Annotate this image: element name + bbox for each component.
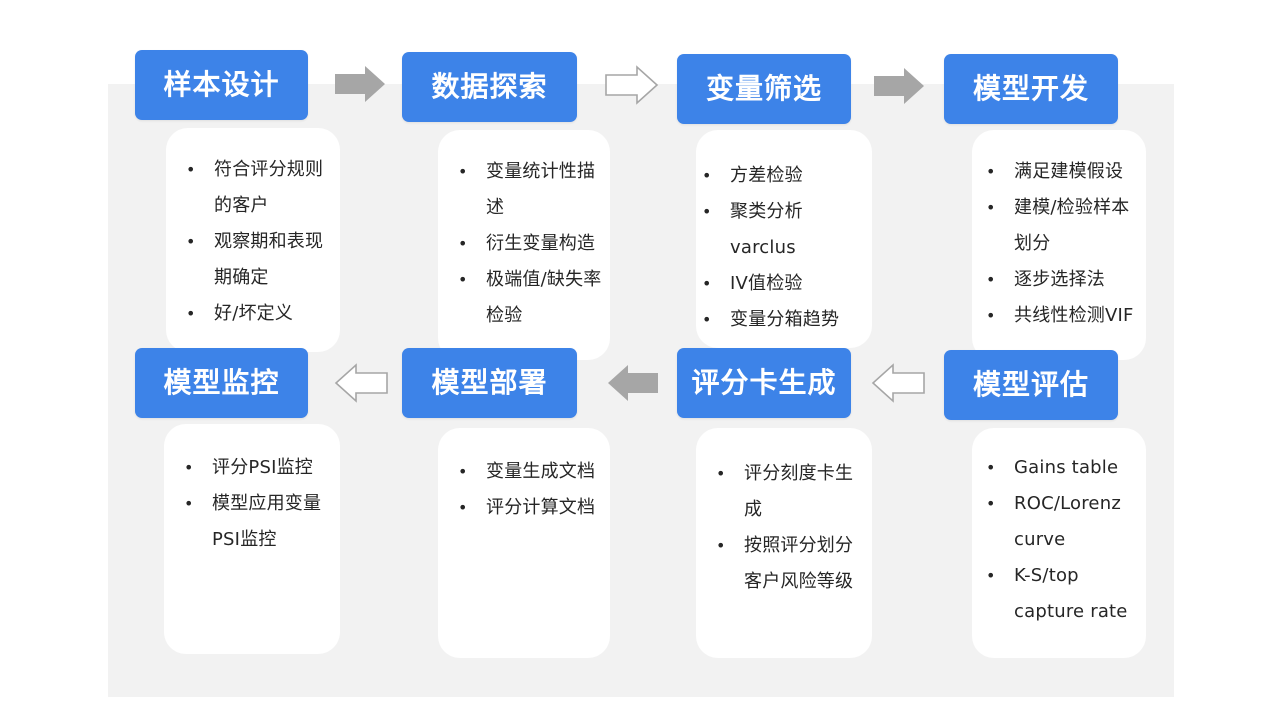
step-title-variable-selection: 变量筛选 bbox=[677, 54, 851, 124]
step-title-data-exploration: 数据探索 bbox=[402, 52, 577, 122]
card-item: 按照评分划分客户风险等级 bbox=[712, 528, 864, 600]
card-item: 符合评分规则的客户 bbox=[182, 152, 332, 224]
card-data-exploration: 变量统计性描述 衍生变量构造 极端值/缺失率检验 bbox=[438, 130, 610, 360]
card-item: 变量分箱趋势 bbox=[698, 302, 864, 338]
card-item: Gains table bbox=[982, 450, 1138, 486]
card-item: 变量生成文档 bbox=[454, 454, 602, 490]
card-item: 满足建模假设 bbox=[982, 154, 1138, 190]
card-item: 评分PSI监控 bbox=[180, 450, 332, 486]
card-item: IV值检验 bbox=[698, 266, 864, 302]
card-item: 好/坏定义 bbox=[182, 296, 332, 332]
step-title-model-development: 模型开发 bbox=[944, 54, 1118, 124]
card-item: 变量统计性描述 bbox=[454, 154, 602, 226]
step-title-sample-design: 样本设计 bbox=[135, 50, 308, 120]
card-sample-design: 符合评分规则的客户 观察期和表现期确定 好/坏定义 bbox=[166, 128, 340, 352]
card-item: 评分计算文档 bbox=[454, 490, 602, 526]
card-model-monitoring: 评分PSI监控 模型应用变量PSI监控 bbox=[164, 424, 340, 654]
card-item: 极端值/缺失率检验 bbox=[454, 262, 602, 334]
arrow-right-solid-icon bbox=[874, 68, 924, 104]
card-item: ROC/Lorenz curve bbox=[982, 486, 1138, 558]
card-item: 聚类分析varclus bbox=[698, 194, 864, 266]
card-item: 衍生变量构造 bbox=[454, 226, 602, 262]
card-item: 方差检验 bbox=[698, 158, 864, 194]
arrow-right-solid-icon bbox=[335, 66, 385, 102]
card-item: 观察期和表现期确定 bbox=[182, 224, 332, 296]
card-model-evaluation: Gains table ROC/Lorenz curve K-S/top cap… bbox=[972, 428, 1146, 658]
arrow-left-outline-icon bbox=[334, 363, 388, 403]
card-item: K-S/top capture rate bbox=[982, 558, 1138, 630]
card-item: … bbox=[698, 338, 864, 348]
card-item: 建模/检验样本划分 bbox=[982, 190, 1138, 262]
card-model-development: 满足建模假设 建模/检验样本划分 逐步选择法 共线性检测VIF bbox=[972, 130, 1146, 360]
card-variable-selection: 方差检验 聚类分析varclus IV值检验 变量分箱趋势 … bbox=[696, 130, 872, 348]
step-title-model-evaluation: 模型评估 bbox=[944, 350, 1118, 420]
card-item: 逐步选择法 bbox=[982, 262, 1138, 298]
arrow-right-outline-icon bbox=[605, 65, 659, 105]
step-title-model-monitoring: 模型监控 bbox=[135, 348, 308, 418]
card-item: 共线性检测VIF bbox=[982, 298, 1138, 334]
card-item: 模型应用变量PSI监控 bbox=[180, 486, 332, 558]
step-title-scorecard-generation: 评分卡生成 bbox=[677, 348, 851, 418]
card-model-deployment: 变量生成文档 评分计算文档 bbox=[438, 428, 610, 658]
card-item: 评分刻度卡生成 bbox=[712, 456, 864, 528]
arrow-left-solid-icon bbox=[608, 365, 658, 401]
arrow-left-outline-icon bbox=[871, 363, 925, 403]
step-title-model-deployment: 模型部署 bbox=[402, 348, 577, 418]
card-scorecard-generation: 评分刻度卡生成 按照评分划分客户风险等级 bbox=[696, 428, 872, 658]
